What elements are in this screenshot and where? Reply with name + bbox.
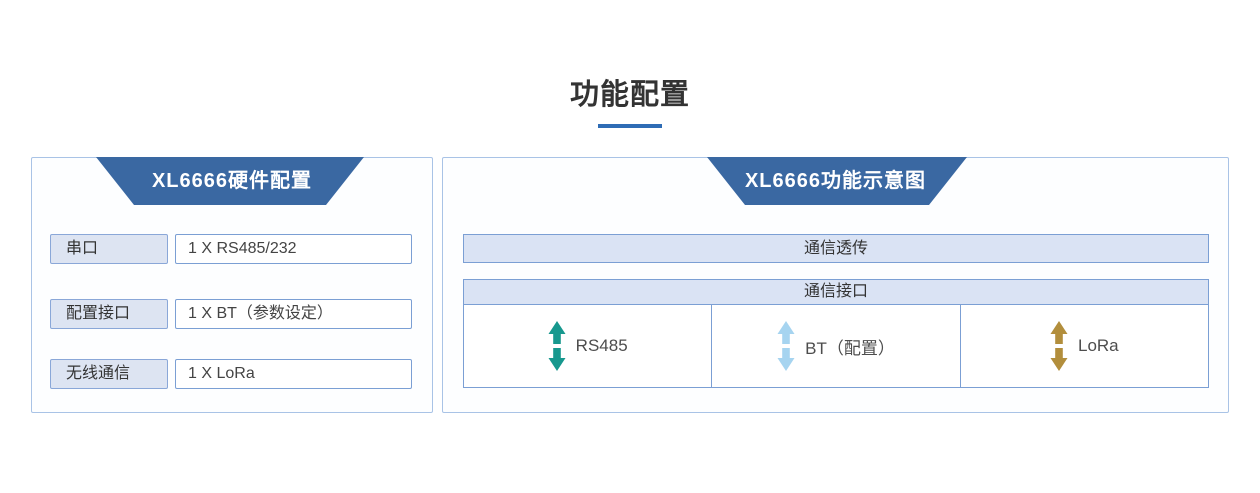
function-panel-header-label: XL6666功能示意图 xyxy=(744,170,927,192)
interface-table-header: 通信接口 xyxy=(464,280,1208,305)
transparent-transmission-bar: 通信透传 xyxy=(463,234,1209,263)
interface-column-label: RS485 xyxy=(575,336,628,355)
function-diagram-panel: XL6666功能示意图 通信透传 通信接口 RS485 xyxy=(442,157,1229,413)
hardware-panel-header: XL6666硬件配置 xyxy=(96,157,364,205)
hardware-row-label: 串口 xyxy=(50,234,168,264)
interface-column-bt: BT（配置） xyxy=(712,305,961,387)
double-vertical-arrow-icon xyxy=(777,321,795,371)
hardware-config-panel: XL6666硬件配置 串口 1 X RS485/232 配置接口 1 X BT（… xyxy=(31,157,433,413)
double-vertical-arrow-icon xyxy=(1050,321,1068,371)
hardware-row-value: 1 X LoRa xyxy=(175,359,412,389)
hardware-row-value: 1 X BT（参数设定） xyxy=(175,299,412,329)
hardware-row-value: 1 X RS485/232 xyxy=(175,234,412,264)
page-title: 功能配置 xyxy=(569,79,690,111)
interface-column-rs485: RS485 xyxy=(464,305,713,387)
hardware-row-serial: 串口 1 X RS485/232 xyxy=(32,234,432,264)
hardware-row-config-interface: 配置接口 1 X BT（参数设定） xyxy=(32,299,432,329)
hardware-panel-header-label: XL6666硬件配置 xyxy=(151,170,313,192)
interface-column-label: BT（配置） xyxy=(805,338,895,358)
title-block: 功能配置 xyxy=(0,71,1260,128)
function-panel-header: XL6666功能示意图 xyxy=(707,157,967,205)
communication-interface-table: 通信接口 RS485 xyxy=(463,279,1209,388)
title-underline xyxy=(598,124,662,128)
interface-column-label: LoRa xyxy=(1078,336,1119,355)
hardware-row-label: 配置接口 xyxy=(50,299,168,329)
double-vertical-arrow-icon xyxy=(548,321,566,371)
hardware-row-wireless: 无线通信 1 X LoRa xyxy=(32,359,432,389)
interface-table-body: RS485 BT（配置） xyxy=(464,305,1208,387)
hardware-row-label: 无线通信 xyxy=(50,359,168,389)
interface-column-lora: LoRa xyxy=(961,305,1208,387)
